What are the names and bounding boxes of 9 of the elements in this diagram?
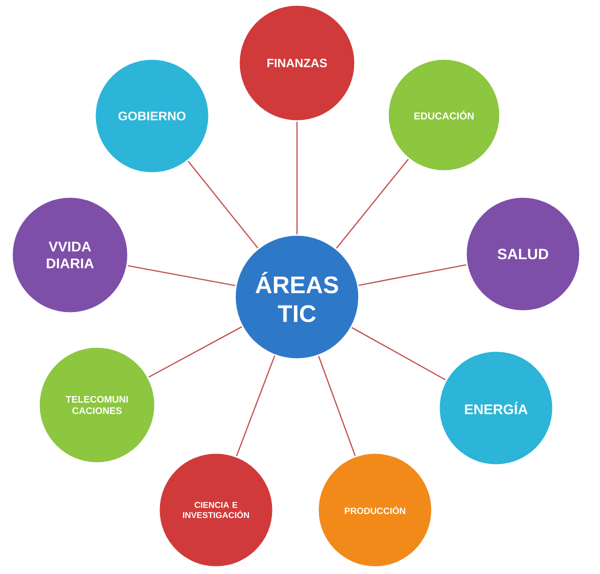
connector-line [352,327,446,380]
connector-line [336,158,409,249]
connector-line [318,356,356,456]
connector-line [358,264,466,286]
connector-line [296,122,298,234]
connector-line [236,355,276,456]
connector-line [188,160,258,248]
connector-line [148,326,242,378]
connector-line [128,265,236,286]
